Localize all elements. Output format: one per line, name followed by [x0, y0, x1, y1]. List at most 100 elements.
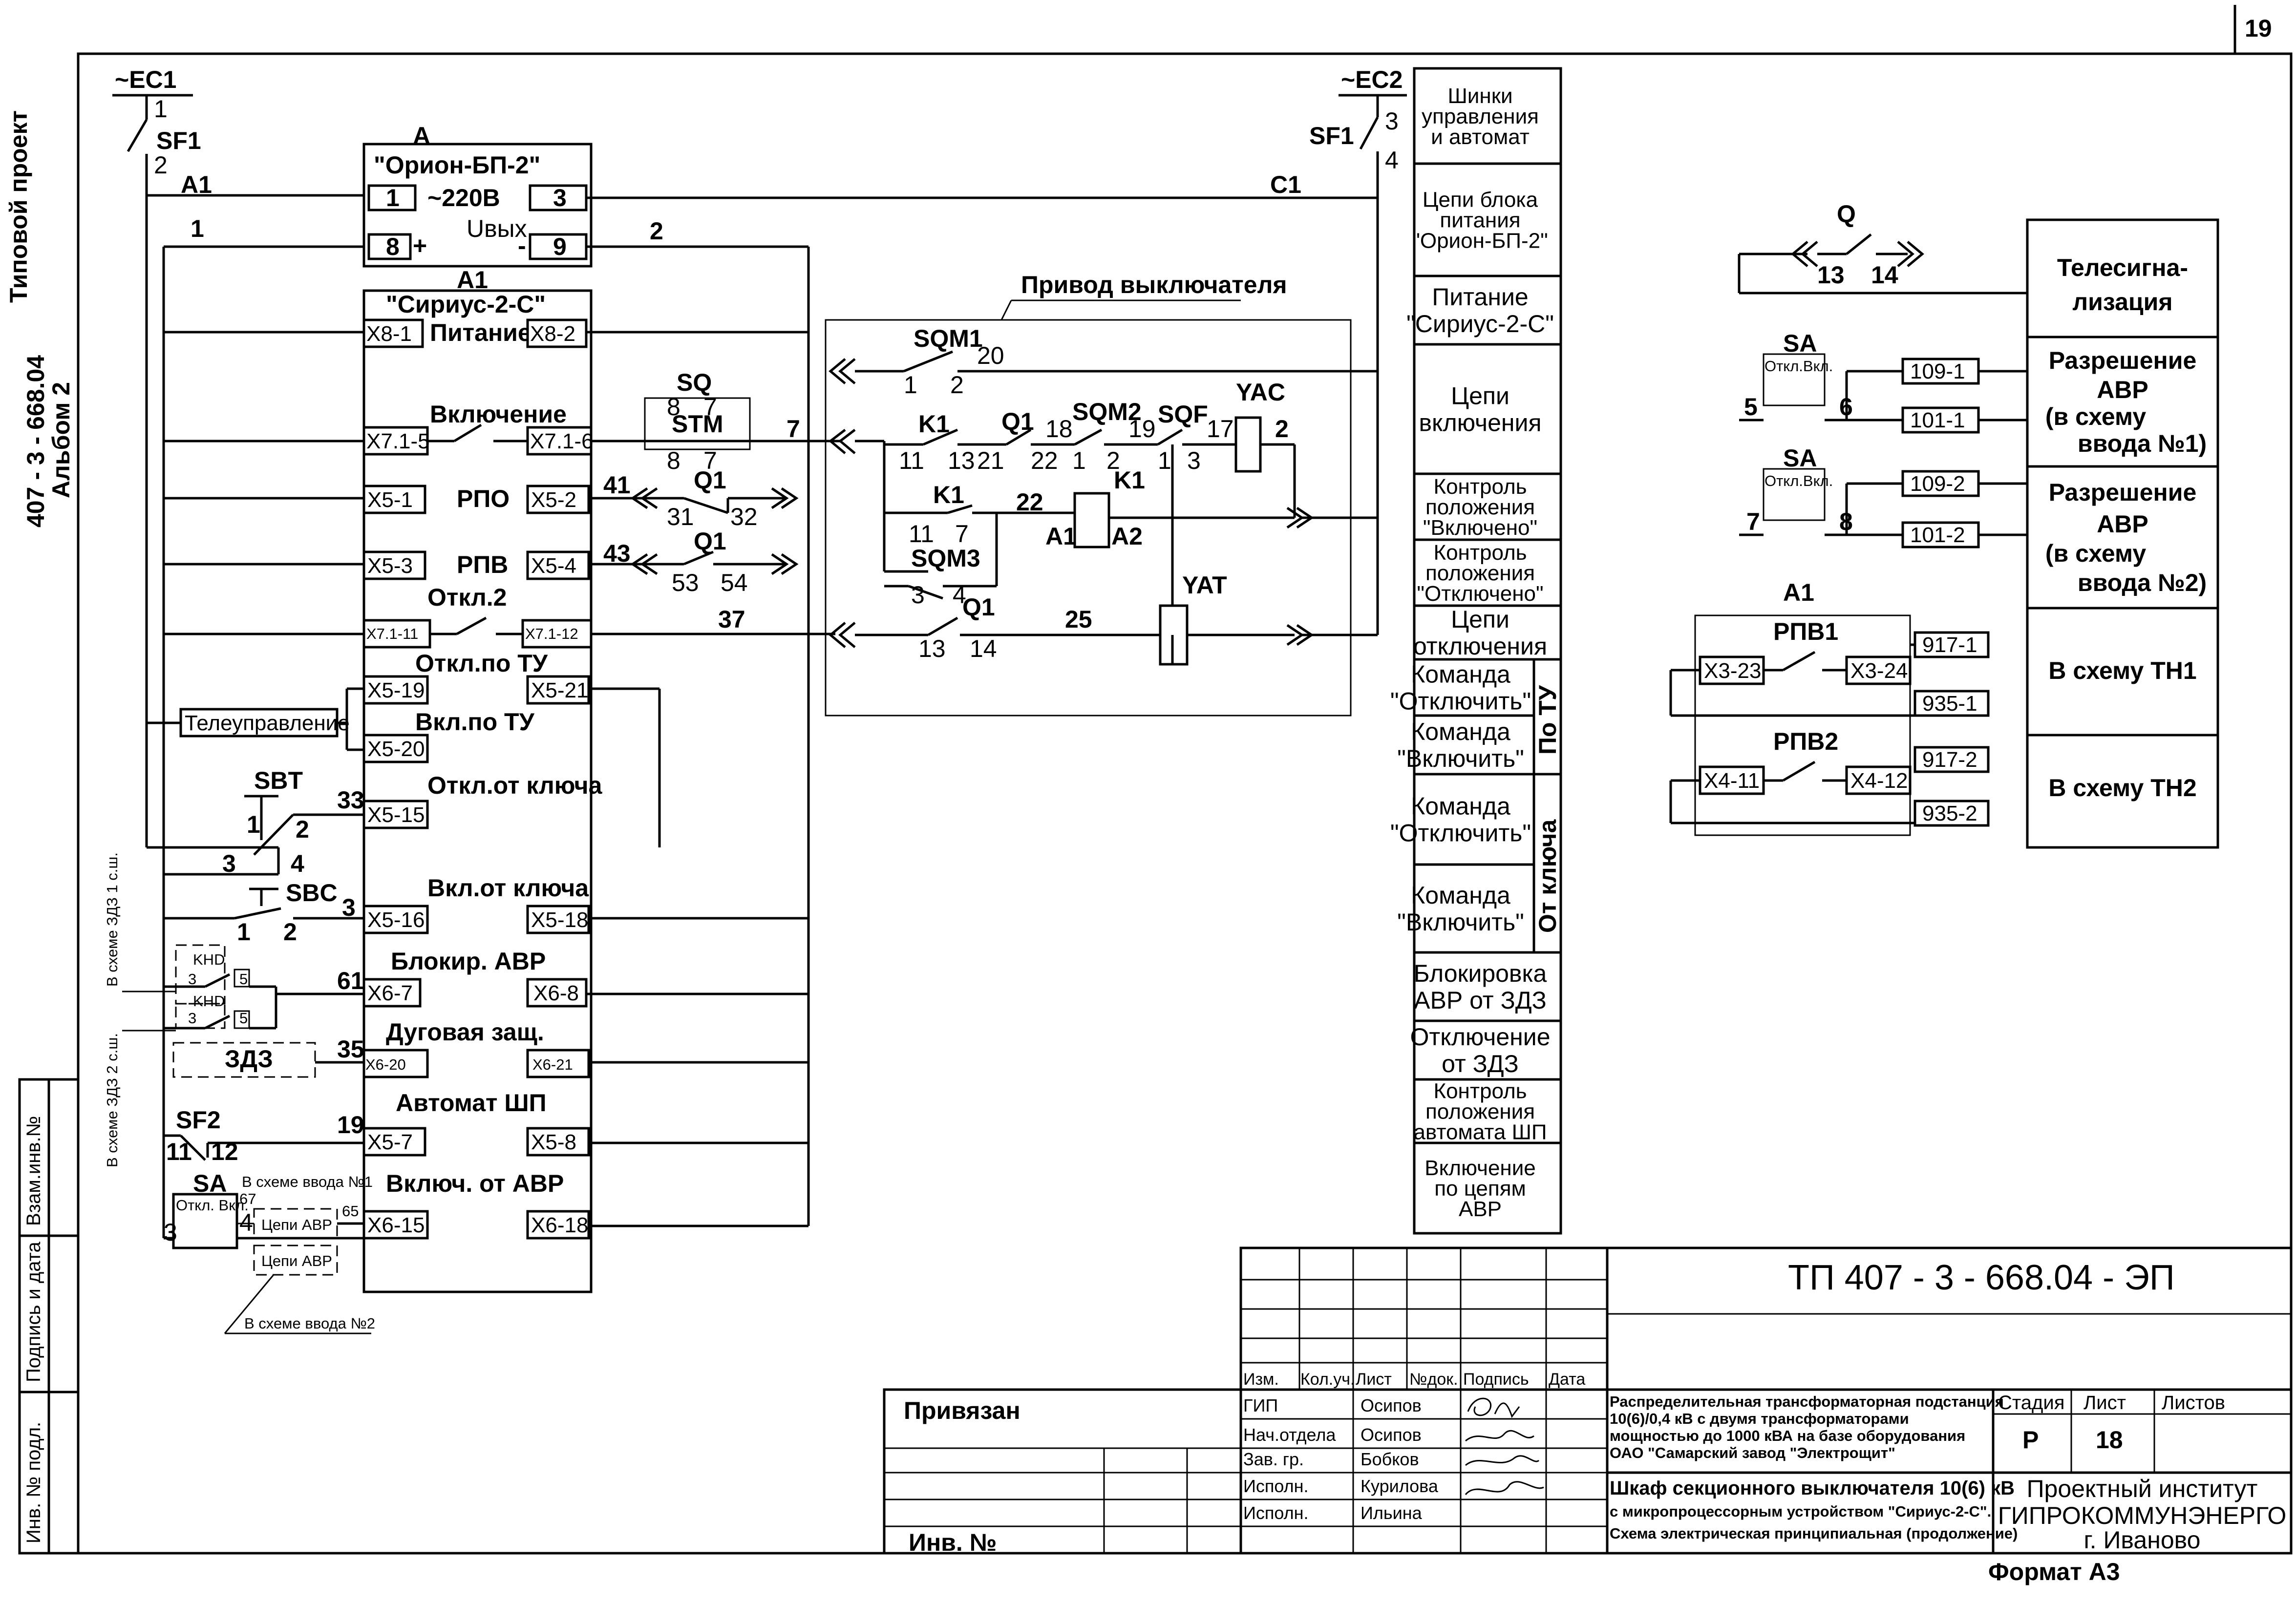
svg-text:101-2: 101-2 [1910, 523, 1965, 547]
svg-text:ГИПРОКОММУНЭНЕРГО: ГИПРОКОММУНЭНЕРГО [1998, 1502, 2287, 1529]
svg-text:9: 9 [553, 233, 567, 260]
svg-text:SF1: SF1 [156, 127, 201, 154]
signer-name: Ильина [1361, 1503, 1423, 1523]
svg-text:с микропроцессорным устройство: с микропроцессорным устройством "Сириус-… [1610, 1503, 1991, 1520]
legend-line: "Сириус-2-С" [1406, 310, 1554, 338]
yac-coil [1234, 416, 1262, 473]
orion-bp2-block: A "Орион-БП-2" 1 ~220В 3 Uвых. 8 + - 9 [362, 122, 593, 268]
svg-text:X5-1: X5-1 [367, 488, 413, 512]
svg-text:X5-21: X5-21 [531, 678, 588, 702]
svg-text:13: 13 [1817, 261, 1845, 289]
svg-text:Листов: Листов [2162, 1392, 2225, 1414]
svg-text:В схеме ЗДЗ 2 с.ш.: В схеме ЗДЗ 2 с.ш. [104, 1033, 121, 1167]
legend-line: "Включено" [1423, 516, 1537, 540]
svg-text:18: 18 [1045, 415, 1073, 443]
svg-text:В схеме ввода №2: В схеме ввода №2 [244, 1315, 375, 1332]
svg-text:X7.1-6: X7.1-6 [530, 429, 594, 453]
inv-no-label: Инв. № [909, 1529, 997, 1556]
svg-text:37: 37 [718, 606, 745, 633]
svg-text:мощностью до 1000 кВА на базе: мощностью до 1000 кВА на базе оборудован… [1610, 1427, 1965, 1444]
svg-text:35: 35 [337, 1035, 364, 1063]
k1-coil [1073, 492, 1110, 549]
svg-text:X5-16: X5-16 [367, 908, 425, 932]
svg-text:917-1: 917-1 [1922, 633, 1977, 657]
signer-name: Курилова [1361, 1476, 1439, 1496]
svg-text:14: 14 [970, 635, 997, 662]
svg-text:X5-18: X5-18 [531, 908, 588, 932]
legend-line: АВР [1459, 1197, 1502, 1221]
svg-text:4: 4 [291, 850, 304, 877]
svg-text:В схеме ЗДЗ 1 с.ш.: В схеме ЗДЗ 1 с.ш. [104, 852, 121, 987]
svg-text:Цепи АВР: Цепи АВР [261, 1252, 332, 1269]
svg-text:X5-7: X5-7 [367, 1130, 413, 1154]
svg-text:1: 1 [1072, 447, 1086, 474]
signer-role: Исполн. [1243, 1503, 1309, 1523]
svg-text:X8-2: X8-2 [530, 322, 575, 346]
svg-text:X5-2: X5-2 [531, 488, 576, 512]
svg-text:K1: K1 [918, 410, 950, 438]
svg-text:4: 4 [953, 581, 966, 609]
svg-text:53: 53 [672, 569, 699, 596]
svg-text:YAC: YAC [1236, 379, 1285, 406]
legend-line: "Отключить" [1390, 820, 1531, 847]
svg-text:20: 20 [977, 342, 1004, 369]
svg-text:X6-21: X6-21 [532, 1056, 573, 1073]
svg-text:41: 41 [603, 471, 631, 499]
svg-text:Откл. Вкл.: Откл. Вкл. [176, 1197, 249, 1214]
svg-text:67: 67 [239, 1190, 256, 1207]
legend-line: "Включить" [1397, 908, 1524, 936]
legend-line: Команда [1411, 718, 1510, 745]
svg-text:2: 2 [296, 816, 309, 843]
svg-text:Телеуправление: Телеуправление [185, 711, 350, 735]
svg-text:17: 17 [1207, 415, 1234, 443]
svg-text:X8-1: X8-1 [366, 322, 412, 346]
title-col-header: Подпись [1463, 1370, 1529, 1389]
legend-line: отключения [1413, 633, 1547, 660]
svg-text:32: 32 [730, 503, 758, 530]
svg-text:2: 2 [154, 151, 168, 179]
svg-text:~EC2: ~EC2 [1341, 66, 1403, 93]
svg-text:Включ. от АВР: Включ. от АВР [386, 1170, 564, 1197]
svg-text:A1: A1 [1783, 579, 1814, 606]
svg-text:Откл.Вкл.: Откл.Вкл. [1765, 472, 1833, 489]
svg-text:X6-15: X6-15 [367, 1213, 425, 1237]
svg-text:X5-8: X5-8 [531, 1130, 576, 1154]
signer-role: ГИП [1243, 1395, 1278, 1415]
svg-text:SA: SA [193, 1170, 227, 1197]
svg-text:X4-11: X4-11 [1704, 769, 1760, 793]
svg-text:A1: A1 [181, 171, 212, 198]
svg-text:SQM1: SQM1 [914, 325, 983, 352]
svg-text:X5-19: X5-19 [367, 678, 425, 702]
legend-line: включения [1419, 409, 1541, 437]
svg-text:SF1: SF1 [1309, 122, 1354, 149]
svg-text:Q1: Q1 [962, 593, 995, 621]
svg-text:4: 4 [239, 1209, 253, 1236]
svg-text:10(6)/0,4 кВ с двумя трансформ: 10(6)/0,4 кВ с двумя трансформаторами [1610, 1410, 1909, 1427]
svg-text:Q: Q [1837, 200, 1856, 228]
svg-text:"Сириус-2-С": "Сириус-2-С" [386, 291, 546, 318]
svg-text:X6-8: X6-8 [533, 981, 579, 1005]
legend-line: Шинки [1447, 84, 1512, 108]
page-number: 19 [2245, 15, 2272, 42]
legend-line: и автомат [1431, 125, 1530, 149]
svg-text:X6-7: X6-7 [367, 981, 413, 1005]
breaker-drive: Привод выключателя SQ STM 8 7 8 7 7 41 Q… [603, 271, 1378, 717]
svg-text:19: 19 [337, 1111, 364, 1139]
svg-text:54: 54 [721, 569, 748, 596]
legend-line: Команда [1411, 882, 1510, 909]
svg-text:SA: SA [1783, 330, 1817, 357]
album: Альбом 2 [47, 382, 75, 498]
svg-text:5: 5 [239, 971, 248, 988]
legend-line: Цепи [1451, 382, 1509, 410]
svg-text:109-2: 109-2 [1910, 472, 1965, 496]
legend-line: Контроль [1433, 1079, 1527, 1103]
svg-text:Откл.2: Откл.2 [427, 584, 507, 611]
svg-text:7: 7 [955, 520, 969, 548]
svg-text:Вкл.от ключа: Вкл.от ключа [427, 874, 589, 902]
svg-text:Дуговая защ.: Дуговая защ. [386, 1018, 544, 1046]
svg-text:SQM3: SQM3 [911, 545, 980, 572]
svg-text:YAT: YAT [1182, 571, 1227, 599]
